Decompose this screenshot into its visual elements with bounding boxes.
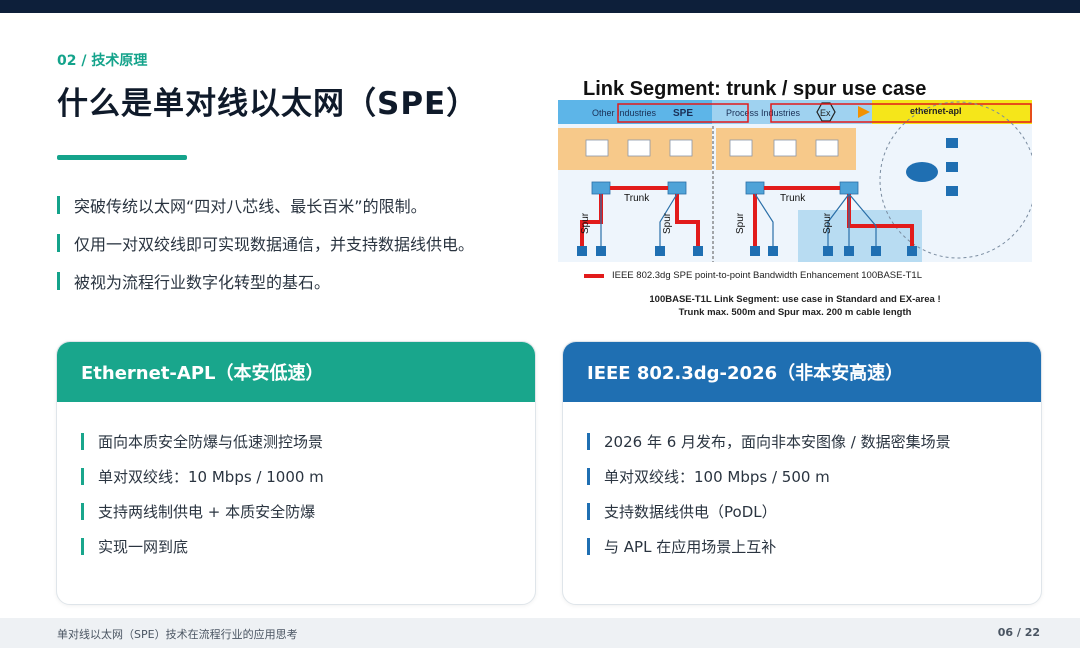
card-item: 支持数据线供电（PoDL） [587,494,1041,529]
ex-area-zone [798,210,922,262]
bullet-bar [57,196,60,214]
card-item: 2026 年 6 月发布，面向非本安图像 / 数据密集场景 [587,424,1041,459]
label-spur-4: Spur [822,212,833,234]
label-process: Process Industries [726,108,801,118]
diagram-graphic: Other Industries SPE Process Industries … [558,100,1032,262]
item-text: 2026 年 6 月发布，面向非本安图像 / 数据密集场景 [604,433,951,451]
legend-red-line [584,273,604,278]
ex-hexagon-icon [816,102,836,122]
card-item: 实现一网到底 [81,529,535,564]
card-title: IEEE 802.3dg-2026（非本安高速） [563,342,1041,402]
legend-text: IEEE 802.3dg SPE point-to-point Bandwidt… [612,270,923,281]
label-spur-3: Spur [735,212,746,234]
card-item: 面向本质安全防爆与低速测控场景 [81,424,535,459]
page-title: 什么是单对线以太网（SPE） [57,86,479,122]
card-list: 2026 年 6 月发布，面向非本安图像 / 数据密集场景 单对双绞线：100 … [563,402,1041,564]
label-trunk-right: Trunk [780,193,806,204]
item-bar [81,503,84,520]
item-bar [81,468,84,485]
card-title: Ethernet-APL（本安低速） [57,342,535,402]
item-bar [81,538,84,555]
field-device-icons [577,246,917,256]
bullet-bar [57,234,60,252]
item-text: 实现一网到底 [98,538,189,556]
diagram-canvas: Other Industries SPE Process Industries … [558,100,1032,262]
spe-diagram: Link Segment: trunk / spur use case Othe… [556,76,1034,322]
section-label: 02 / 技术原理 [57,53,148,69]
bullet-item: 被视为流程行业数字化转型的基石。 [57,262,527,300]
spur-lines [600,193,877,246]
label-ex: Ex [820,108,831,118]
diagram-note-1: 100BASE-T1L Link Segment: use case in St… [649,294,941,305]
title-underline [57,155,187,160]
item-text: 支持两线制供电 + 本质安全防爆 [98,503,316,521]
intro-bullets: 突破传统以太网“四对八芯线、最长百米”的限制。 仅用一对双绞线即可实现数据通信，… [57,186,527,300]
card-item: 与 APL 在应用场景上互补 [587,529,1041,564]
highlight-box-apl [770,103,1032,123]
item-text: 面向本质安全防爆与低速测控场景 [98,433,324,451]
label-spur-1: Spur [580,212,591,234]
card-ieee-802-3dg: IEEE 802.3dg-2026（非本安高速） 2026 年 6 月发布，面向… [562,341,1042,605]
apl-arrow-icon [858,106,870,118]
diagram-legend: IEEE 802.3dg SPE point-to-point Bandwidt… [584,270,922,281]
item-text: 支持数据线供电（PoDL） [604,503,777,521]
item-bar [587,468,590,485]
item-text: 单对双绞线：100 Mbps / 500 m [604,468,830,486]
computer-icons [585,139,839,157]
cloud-icon [906,162,938,182]
label-spur-2: Spur [662,212,673,234]
network-circle [879,101,1032,259]
page-number: 06 / 22 [997,626,1040,639]
card-list: 面向本质安全防爆与低速测控场景 单对双绞线：10 Mbps / 1000 m 支… [57,402,535,564]
item-bar [587,433,590,450]
footer: 单对线以太网（SPE）技术在流程行业的应用思考 06 / 22 [0,618,1080,648]
footer-title: 单对线以太网（SPE）技术在流程行业的应用思考 [57,628,298,641]
diagram-note-2: Trunk max. 500m and Spur max. 200 m cabl… [678,307,912,318]
item-text: 单对双绞线：10 Mbps / 1000 m [98,468,324,486]
item-text: 与 APL 在应用场景上互补 [604,538,777,556]
item-bar [81,433,84,450]
label-trunk-left: Trunk [624,193,650,204]
bullet-bar [57,272,60,290]
card-ethernet-apl: Ethernet-APL（本安低速） 面向本质安全防爆与低速测控场景 单对双绞线… [56,341,536,605]
label-spe: SPE [673,108,693,119]
bullet-text: 被视为流程行业数字化转型的基石。 [74,273,331,292]
label-apl: ethernet-apl [910,106,962,116]
bullet-text: 突破传统以太网“四对八芯线、最长百米”的限制。 [74,197,427,216]
item-bar [587,503,590,520]
label-other: Other Industries [592,108,657,118]
bullet-item: 突破传统以太网“四对八芯线、最长百米”的限制。 [57,186,527,224]
card-item: 单对双绞线：100 Mbps / 500 m [587,459,1041,494]
highlight-box-spe [617,103,749,123]
bullet-item: 仅用一对双绞线即可实现数据通信，并支持数据线供电。 [57,224,527,262]
card-item: 单对双绞线：10 Mbps / 1000 m [81,459,535,494]
item-bar [587,538,590,555]
device-icons-right [946,138,958,196]
diagram-title: Link Segment: trunk / spur use case [583,78,927,100]
card-item: 支持两线制供电 + 本质安全防爆 [81,494,535,529]
bullet-text: 仅用一对双绞线即可实现数据通信，并支持数据线供电。 [74,235,475,254]
top-bar [0,0,1080,13]
